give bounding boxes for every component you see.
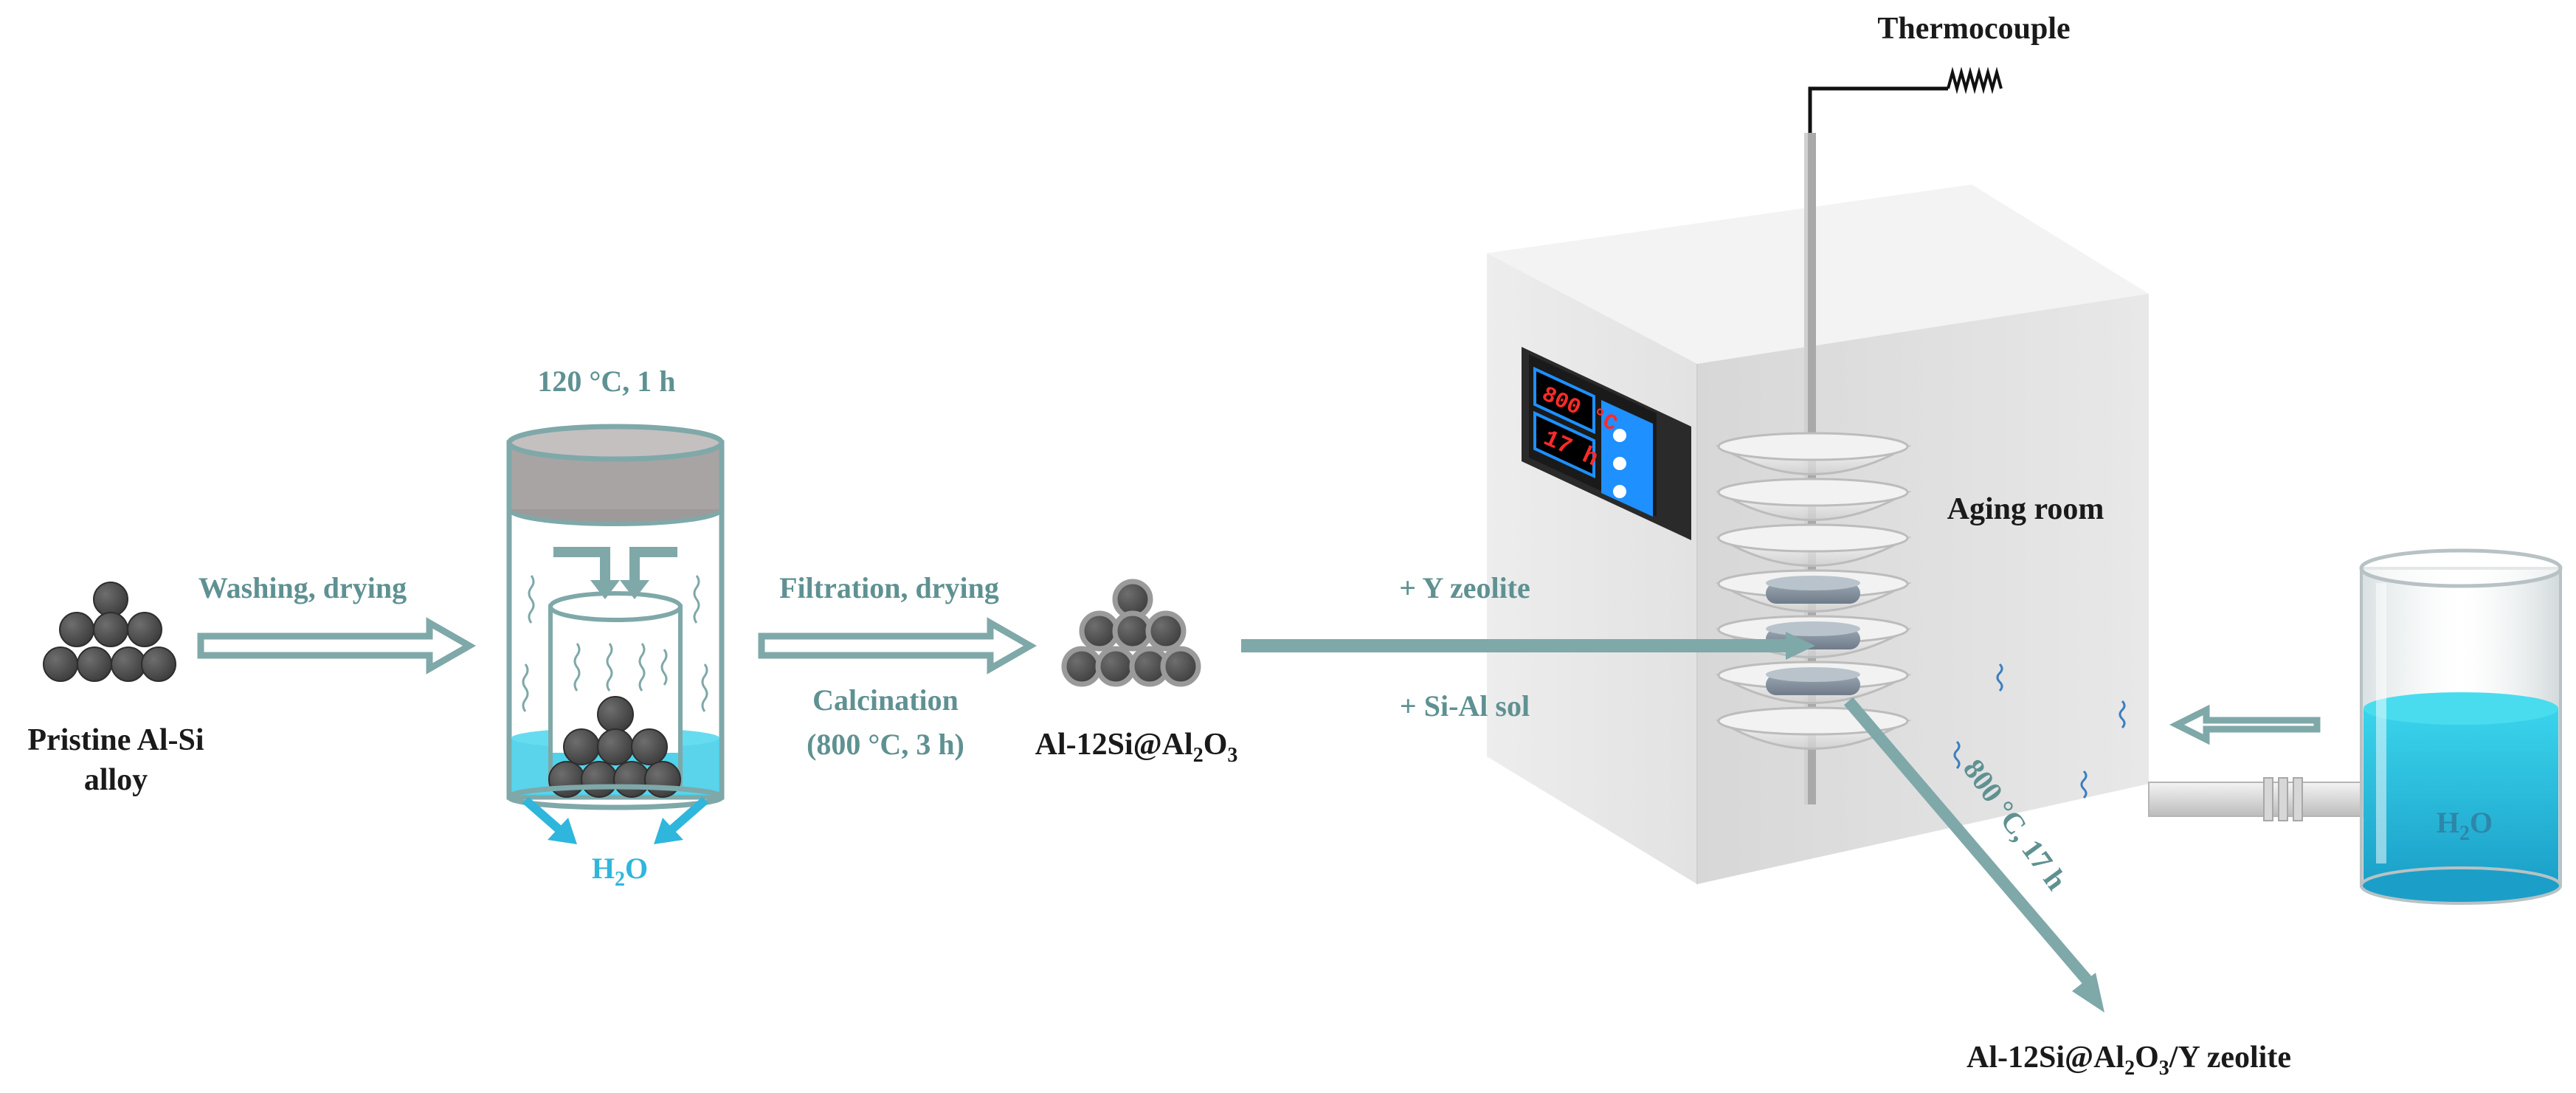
label-washing: Washing, drying — [198, 571, 407, 604]
label-h2o-drain: H2O — [592, 852, 648, 891]
arrow-washing — [197, 617, 477, 675]
label-aging-room: Aging room — [1947, 492, 2104, 526]
water-beaker — [2359, 548, 2563, 905]
arrow-output — [1843, 697, 2104, 1013]
steam-waves — [522, 575, 708, 712]
arrow-feed — [1241, 632, 1815, 660]
label-calcination-cond: (800 °C, 3 h) — [807, 728, 964, 761]
drain-arrows — [522, 796, 708, 844]
dish-stack — [1715, 432, 1912, 750]
label-h2o-beaker: H2O — [2437, 806, 2493, 845]
arrow-water — [2169, 704, 2321, 745]
label-final-product: Al-12Si@Al2O3/Y zeolite — [1966, 1041, 2291, 1080]
dish-samples — [1766, 576, 1860, 695]
svg-text:H2O: H2O — [2437, 806, 2493, 845]
humidity-waves — [1953, 663, 2126, 799]
label-y-zeolite: + Y zeolite — [1399, 571, 1530, 604]
label-calcination: Calcination — [812, 683, 959, 717]
label-si-al-sol: + Si-Al sol — [1400, 689, 1530, 723]
label-pristine-line1: Pristine Al-Si — [27, 723, 204, 757]
arrow-filtration — [758, 617, 1037, 675]
svg-text:Al-12Si@Al2O3: Al-12Si@Al2O3 — [1035, 728, 1238, 767]
coated-particles — [1061, 579, 1201, 687]
water-pipe — [2148, 777, 2371, 821]
label-product1: Al-12Si@Al2O3 — [1035, 728, 1238, 767]
label-temp-wash: 120 °C, 1 h — [537, 365, 675, 398]
pristine-particles — [43, 582, 176, 682]
controller-panel — [1522, 347, 1691, 540]
label-filtration: Filtration, drying — [779, 571, 999, 604]
label-thermocouple: Thermocouple — [1877, 12, 2070, 46]
svg-text:H2O: H2O — [592, 852, 648, 891]
svg-text:Al-12Si@Al2O3/Y zeolite: Al-12Si@Al2O3/Y zeolite — [1966, 1041, 2291, 1080]
washing-container — [506, 424, 725, 844]
label-pristine-line2: alloy — [84, 763, 148, 797]
